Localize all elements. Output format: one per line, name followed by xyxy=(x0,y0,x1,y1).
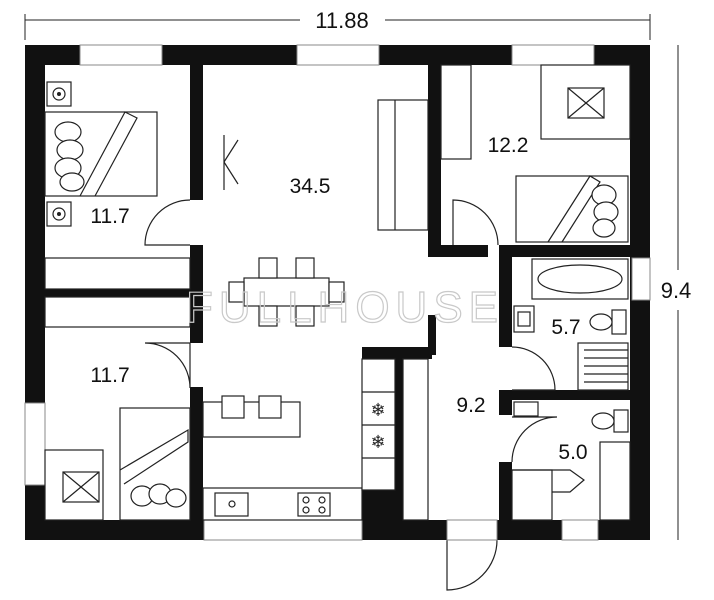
wardrobe-bottom-left xyxy=(44,296,191,328)
desk-bottom-left xyxy=(44,449,104,521)
bed-bottom-left xyxy=(119,407,191,521)
bathroom-sink xyxy=(513,305,535,333)
bathtub xyxy=(531,258,629,300)
windows xyxy=(24,44,651,541)
room-area-bedroom-top-left: 11.7 xyxy=(90,205,129,228)
room-area-bathroom: 5.7 xyxy=(551,316,580,339)
watermark: FULLHOUSE xyxy=(186,283,504,332)
height-label: 9.4 xyxy=(661,278,692,303)
interior-walls xyxy=(45,65,630,520)
room-area-hallway: 9.2 xyxy=(456,394,485,417)
room-area-bedroom-bottom-left: 11.7 xyxy=(90,364,129,387)
washing-machine xyxy=(511,441,631,521)
width-label: 11.88 xyxy=(315,8,368,33)
hall-wardrobe xyxy=(402,358,429,521)
fridge-column: ❄ ❄ xyxy=(361,358,396,491)
kitchen-bar xyxy=(202,395,301,438)
wc-sink xyxy=(513,401,539,417)
wc-toilet xyxy=(591,409,629,433)
wardrobe-top-right xyxy=(440,64,472,160)
sofa xyxy=(377,99,429,231)
floor-lamp xyxy=(223,135,239,190)
kitchen-counter xyxy=(202,487,363,521)
width-dimension: 11.88 xyxy=(24,8,651,40)
shower xyxy=(577,342,629,391)
bed-top-right xyxy=(515,175,629,243)
wardrobe-top-left xyxy=(44,257,191,290)
room-area-living-room: 34.5 xyxy=(290,175,331,198)
dining-table xyxy=(228,257,345,327)
desk-top-right xyxy=(540,64,631,140)
height-dimension: 9.4 xyxy=(661,45,692,540)
bed-top-left xyxy=(44,111,158,197)
doors xyxy=(144,199,558,591)
room-labels: 11.7 34.5 12.2 11.7 5.7 9.2 5.0 xyxy=(90,134,587,464)
room-area-bedroom-top-right: 12.2 xyxy=(488,134,529,157)
svg-text:❄: ❄ xyxy=(370,432,385,453)
bathroom-toilet xyxy=(589,309,627,335)
room-area-toilet: 5.0 xyxy=(558,441,587,464)
nightstands-top-left xyxy=(46,81,72,227)
svg-text:❄: ❄ xyxy=(370,400,385,421)
